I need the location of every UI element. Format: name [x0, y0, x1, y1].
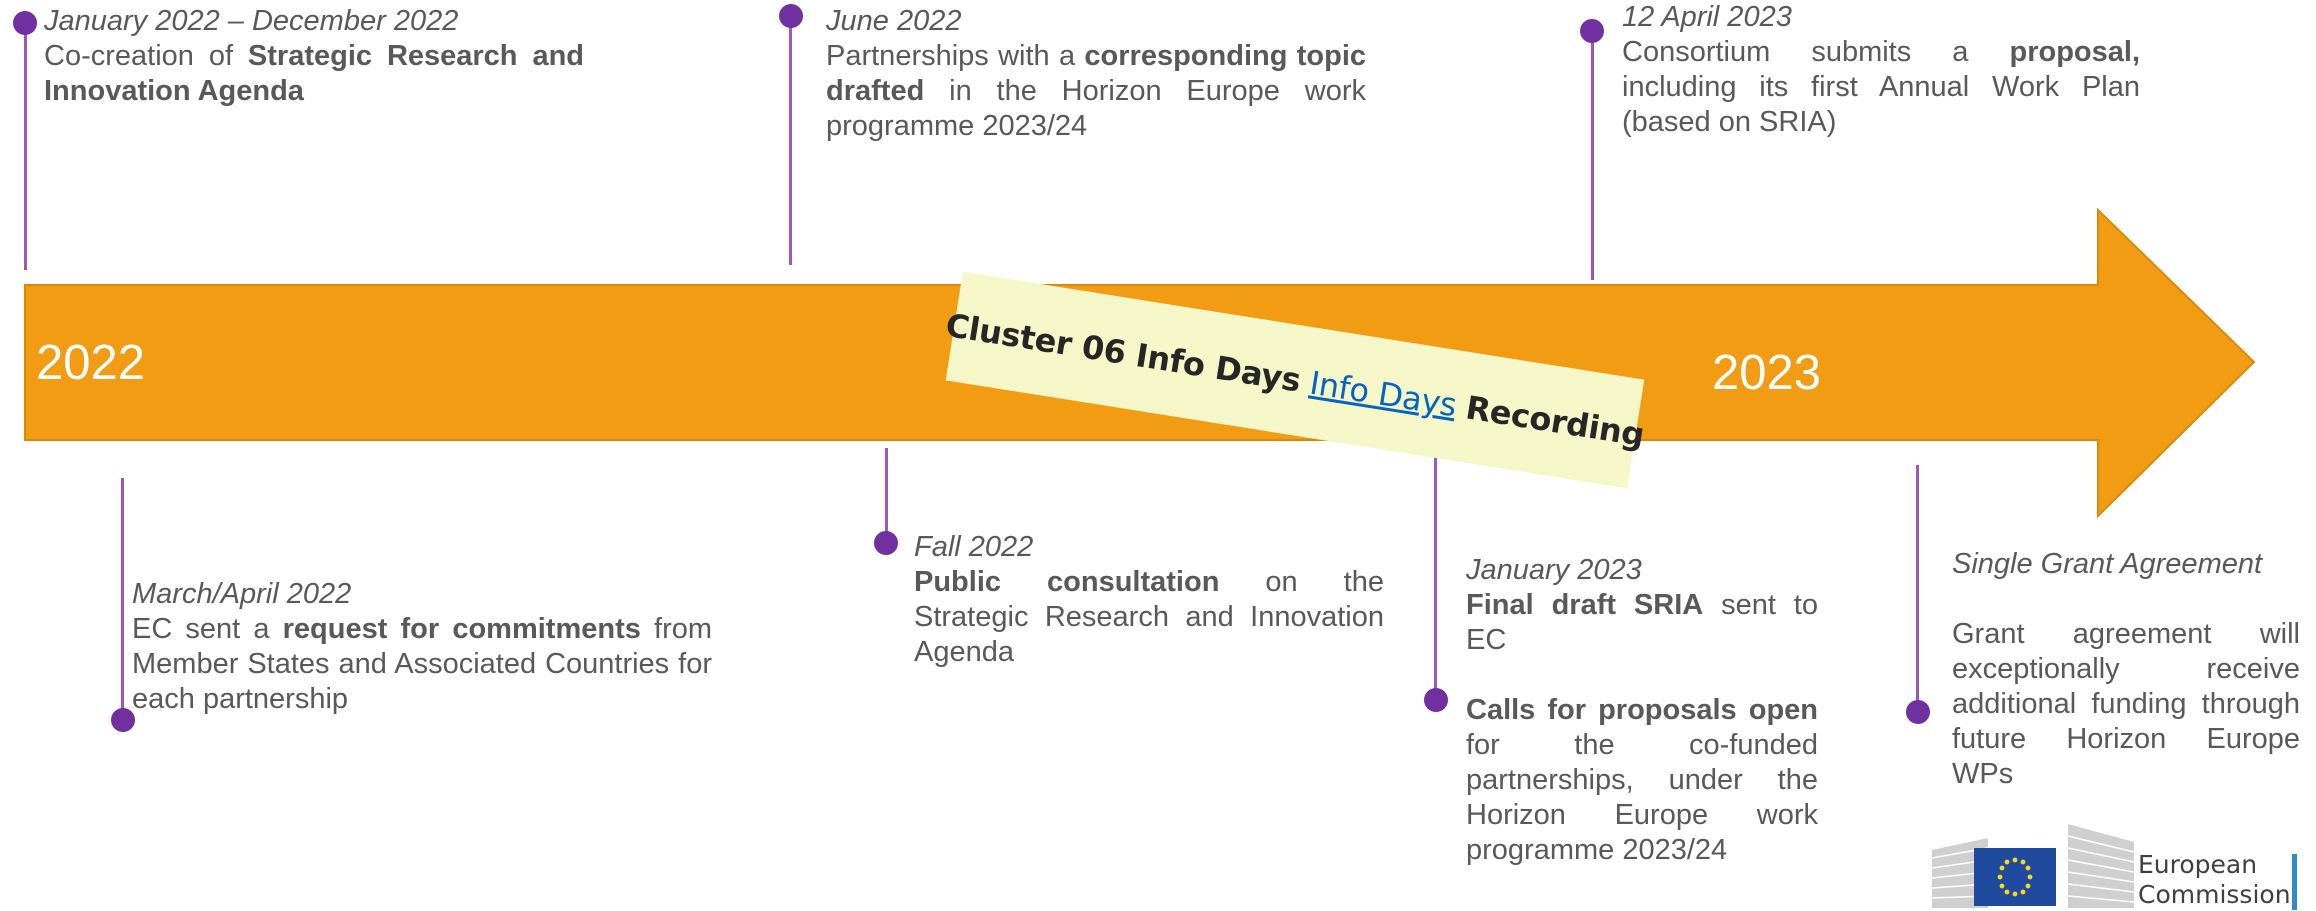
- year-label-2023: 2023: [1712, 346, 1822, 400]
- connector-line: [885, 448, 888, 543]
- ec-accent-bar: [2292, 854, 2297, 910]
- event-fall-2022: Fall 2022 Public consultation on the Str…: [914, 531, 1384, 668]
- eu-flag: [1974, 848, 2056, 906]
- timeline-marker: [779, 4, 803, 28]
- ec-building-icon: [1931, 824, 2135, 908]
- eu-stars: [1997, 857, 2033, 897]
- event-12-april-2023: 12 April 2023 Consortium submits a propo…: [1622, 1, 2140, 138]
- event-single-grant-agreement: Single Grant Agreement Grant agreement w…: [1952, 547, 2300, 792]
- european-commission-logo: European Commission: [1928, 812, 2308, 910]
- connector-line: [121, 478, 124, 718]
- ec-name-line1: European: [2138, 850, 2258, 879]
- event-date: January 2022 – December 2022: [44, 5, 459, 37]
- connector-line: [24, 25, 27, 270]
- timeline-marker: [1906, 700, 1930, 724]
- info-days-link[interactable]: Info Days: [1307, 363, 1460, 425]
- timeline-marker: [111, 708, 135, 732]
- ec-name-line2: Commission: [2138, 880, 2291, 909]
- event-march-april-2022: March/April 2022 EC sent a request for c…: [132, 578, 713, 715]
- connector-line: [1916, 465, 1919, 713]
- event-date: January 2023: [1466, 554, 1642, 586]
- event-january-2023: January 2023 Final draft SRIA sent to EC…: [1466, 554, 1818, 866]
- connector-line: [1434, 453, 1437, 701]
- event-date: Fall 2022: [914, 531, 1034, 563]
- timeline-marker: [1424, 688, 1448, 712]
- event-june-2022: June 2022 Partnerships with a correspond…: [826, 5, 1367, 142]
- banner-text-post: Recording: [1463, 388, 1647, 455]
- event-date: March/April 2022: [132, 578, 352, 610]
- event-date: June 2022: [826, 5, 962, 37]
- event-body: Grant agreement will exceptionally recei…: [1952, 618, 2300, 790]
- connector-line: [789, 25, 792, 265]
- timeline-marker: [874, 531, 898, 555]
- year-label-2022: 2022: [36, 336, 146, 390]
- banner-text-pre: Cluster 06 Info Days: [943, 305, 1304, 400]
- connector-line: [1591, 40, 1594, 280]
- event-date: 12 April 2023: [1622, 1, 1792, 33]
- event-date: Single Grant Agreement: [1952, 548, 2263, 580]
- timeline-marker: [1580, 19, 1604, 43]
- event-jan-dec-2022: January 2022 – December 2022 Co-creation…: [44, 5, 584, 107]
- timeline-marker: [13, 11, 37, 35]
